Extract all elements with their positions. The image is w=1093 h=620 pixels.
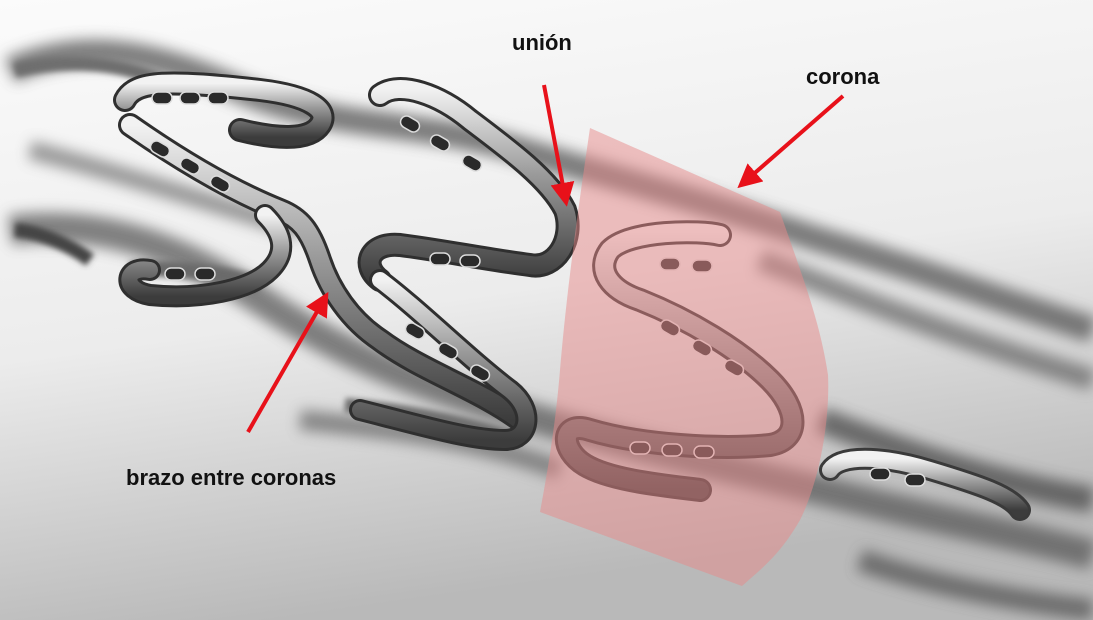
label-arm: brazo entre coronas bbox=[126, 465, 336, 490]
label-union: unión bbox=[512, 30, 572, 55]
label-crown: corona bbox=[806, 64, 880, 89]
